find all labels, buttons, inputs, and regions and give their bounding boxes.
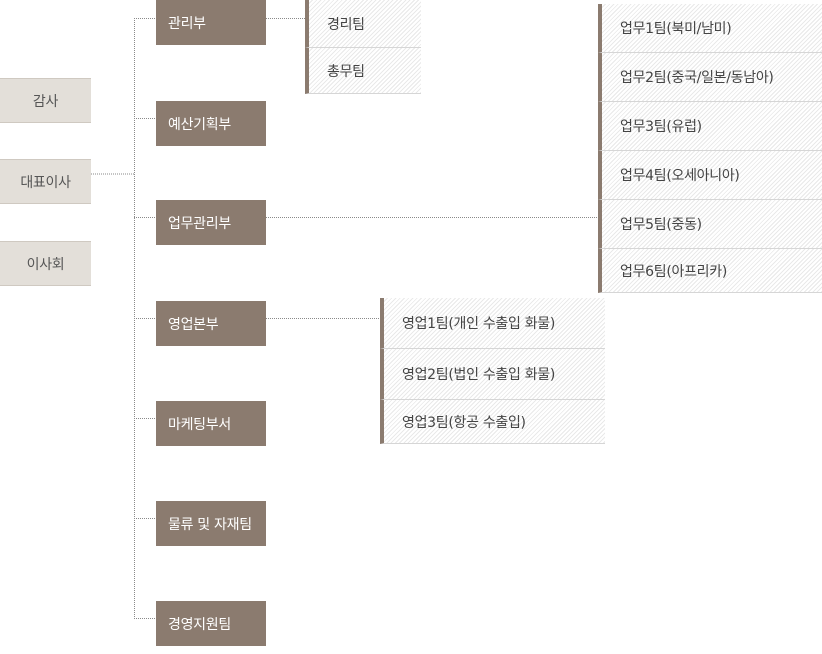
dept-sales[interactable]: 영업본부 [156,301,266,346]
team-business-3[interactable]: 업무3팀(유럽) [598,102,822,151]
team-sales-1[interactable]: 영업1팀(개인 수출입 화물) [380,298,605,349]
exec-ceo[interactable]: 대표이사 [0,159,91,204]
team-business-2[interactable]: 업무2팀(중국/일본/동남아) [598,53,822,102]
dept-logistics[interactable]: 물류 및 자재팀 [156,501,266,546]
dept-budget[interactable]: 예산기획부 [156,101,266,146]
team-admin-2[interactable]: 총무팀 [305,48,421,94]
dept-marketing[interactable]: 마케팅부서 [156,401,266,446]
dept-business[interactable]: 업무관리부 [156,200,266,245]
team-business-4[interactable]: 업무4팀(오세아니아) [598,151,822,200]
team-business-1[interactable]: 업무1팀(북미/남미) [598,4,822,53]
exec-audit[interactable]: 감사 [0,78,91,123]
dept-admin[interactable]: 관리부 [156,0,266,45]
team-sales-3[interactable]: 영업3팀(항공 수출입) [380,400,605,444]
team-sales-2[interactable]: 영업2팀(법인 수출입 화물) [380,349,605,400]
team-business-6[interactable]: 업무6팀(아프리카) [598,249,822,293]
exec-board[interactable]: 이사회 [0,241,91,286]
dept-support[interactable]: 경영지원팀 [156,601,266,646]
team-admin-1[interactable]: 경리팀 [305,0,421,48]
team-business-5[interactable]: 업무5팀(중동) [598,200,822,249]
